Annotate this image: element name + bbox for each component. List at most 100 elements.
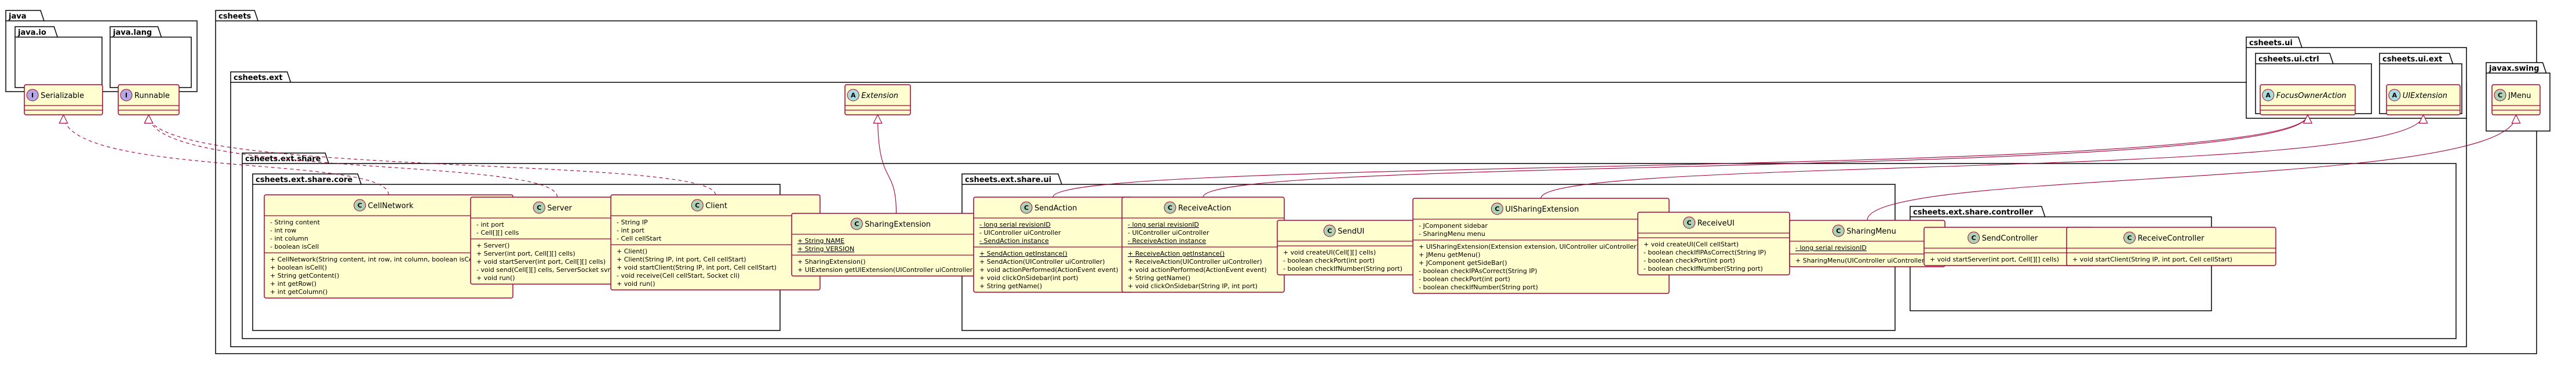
class-name: Client <box>705 202 727 210</box>
class-method: + void startClient(String IP, int port, … <box>2072 256 2232 263</box>
class-method: - boolean checkIfNumber(String port) <box>1419 284 1538 291</box>
class-method: - boolean checkIfNumber(String port) <box>1283 265 1402 272</box>
class-method: + ReceiveAction(UIController uiControlle… <box>1128 258 1262 266</box>
class-method: - boolean checkPort(int port) <box>1419 275 1510 283</box>
class-field: - int port <box>476 221 505 228</box>
class-method: - boolean checkIfNumber(String port) <box>1644 265 1763 272</box>
class-name: SendController <box>1982 234 2038 243</box>
class-field: - ReceiveAction instance <box>1128 237 1206 245</box>
class-method: + SendAction getInstance() <box>979 250 1067 257</box>
class-focusowneraction: A FocusOwnerAction <box>2260 84 2356 115</box>
abstract-class-marker-icon: A <box>2262 89 2275 101</box>
class-field: + String NAME <box>797 237 844 245</box>
class-method: + String getContent() <box>270 272 339 279</box>
class-method: + void startServer(int port, Cell[][] ce… <box>476 258 606 266</box>
class-runnable: I Runnable <box>118 84 180 115</box>
class-method: - boolean checkIPAsCorrect(String IP) <box>1419 267 1537 275</box>
svg-text:A: A <box>851 92 856 99</box>
package-title: csheets.ext <box>234 74 283 82</box>
class-receivecontroller: C ReceiveController + void startClient(Str… <box>2066 227 2276 266</box>
class-field: - long serial revisionID <box>979 221 1051 228</box>
class-name: Server <box>547 204 572 213</box>
realization-relation <box>144 114 716 195</box>
class-method: + Server() <box>476 242 509 249</box>
svg-text:C: C <box>1495 205 1499 213</box>
package-title: java.lang <box>112 28 152 37</box>
generalization-relation <box>1203 114 2312 198</box>
class-field: - Cell cellStart <box>617 235 662 242</box>
class-field: + String VERSION <box>797 245 854 253</box>
abstract-class-marker-icon: A <box>847 89 859 101</box>
class-method: + void startClient(String IP, int port, … <box>617 264 777 271</box>
class-field: - long serial revisionID <box>1128 221 1199 228</box>
interface-marker-icon: I <box>120 89 133 101</box>
class-field: - int port <box>617 227 645 234</box>
class-method: + JMenu getMenu() <box>1419 251 1481 259</box>
class-serializable: I Serializable <box>24 84 103 115</box>
svg-text:C: C <box>537 204 541 212</box>
generalization-relation <box>1052 114 2312 198</box>
class-marker-icon: C <box>1832 224 1845 237</box>
class-method: + void createUI(Cell cellStart) <box>1644 241 1739 248</box>
class-method: - boolean checkPort(int port) <box>1283 257 1375 264</box>
class-method: + void clickOnSidebar(String IP, int por… <box>1128 282 1258 290</box>
class-name: ReceiveUI <box>1697 219 1735 228</box>
generalization-relation <box>873 114 897 214</box>
class-marker-icon: C <box>1683 216 1696 229</box>
package-title: csheets <box>218 12 252 21</box>
class-field: - String content <box>270 219 320 226</box>
class-name: ReceiveAction <box>1178 204 1231 213</box>
class-field: - UIController uiController <box>979 229 1061 237</box>
class-method: + SendAction(UIController uiController) <box>979 258 1105 266</box>
svg-text:A: A <box>2266 92 2271 99</box>
package-title: java.io <box>17 28 46 37</box>
interface-marker-icon: I <box>26 89 39 101</box>
class-name: Runnable <box>134 92 170 100</box>
class-field: - boolean isCell <box>270 243 319 250</box>
class-name: Serializable <box>41 92 84 100</box>
svg-text:I: I <box>31 92 34 99</box>
class-method: + UISharingExtension(Extension extension… <box>1419 243 1639 250</box>
class-marker-icon: C <box>354 199 366 212</box>
class-method: + void actionPerformed(ActionEvent event… <box>979 266 1118 274</box>
class-name: FocusOwnerAction <box>2276 92 2347 100</box>
class-method: - boolean checkIfIPAsCorrect(String IP) <box>1644 249 1766 256</box>
class-name: SendAction <box>1034 204 1077 213</box>
class-method: + void run() <box>617 280 655 288</box>
class-marker-icon: C <box>1164 201 1176 214</box>
class-name: ReceiveController <box>2138 234 2205 243</box>
class-method: + JComponent getSideBar() <box>1419 259 1507 267</box>
class-method: + String getName() <box>1128 274 1190 282</box>
class-name: SharingExtension <box>865 220 931 229</box>
class-method: + void createUI(Cell[][] cells) <box>1283 249 1376 256</box>
class-field: - long serial revisionID <box>1795 244 1867 252</box>
svg-text:I: I <box>125 92 127 99</box>
realization-relation <box>144 114 558 198</box>
svg-text:C: C <box>1836 227 1841 235</box>
class-marker-icon: C <box>1020 201 1033 214</box>
class-marker-icon: C <box>2123 231 2136 244</box>
class-method: + int getColumn() <box>270 288 327 296</box>
svg-text:C: C <box>2498 92 2502 99</box>
class-name: SharingMenu <box>1846 227 1896 236</box>
svg-text:C: C <box>2127 234 2132 242</box>
class-marker-icon: C <box>850 217 863 230</box>
svg-text:C: C <box>1168 204 1172 212</box>
class-marker-icon: C <box>691 199 704 212</box>
class-marker-icon: C <box>533 201 545 214</box>
package-title: csheets.ext.share.controller <box>1913 208 2034 217</box>
class-field: - int row <box>270 227 296 234</box>
class-method: + String getName() <box>979 282 1042 290</box>
class-field: - UIController uiController <box>1128 229 1209 237</box>
svg-text:C: C <box>358 202 362 209</box>
